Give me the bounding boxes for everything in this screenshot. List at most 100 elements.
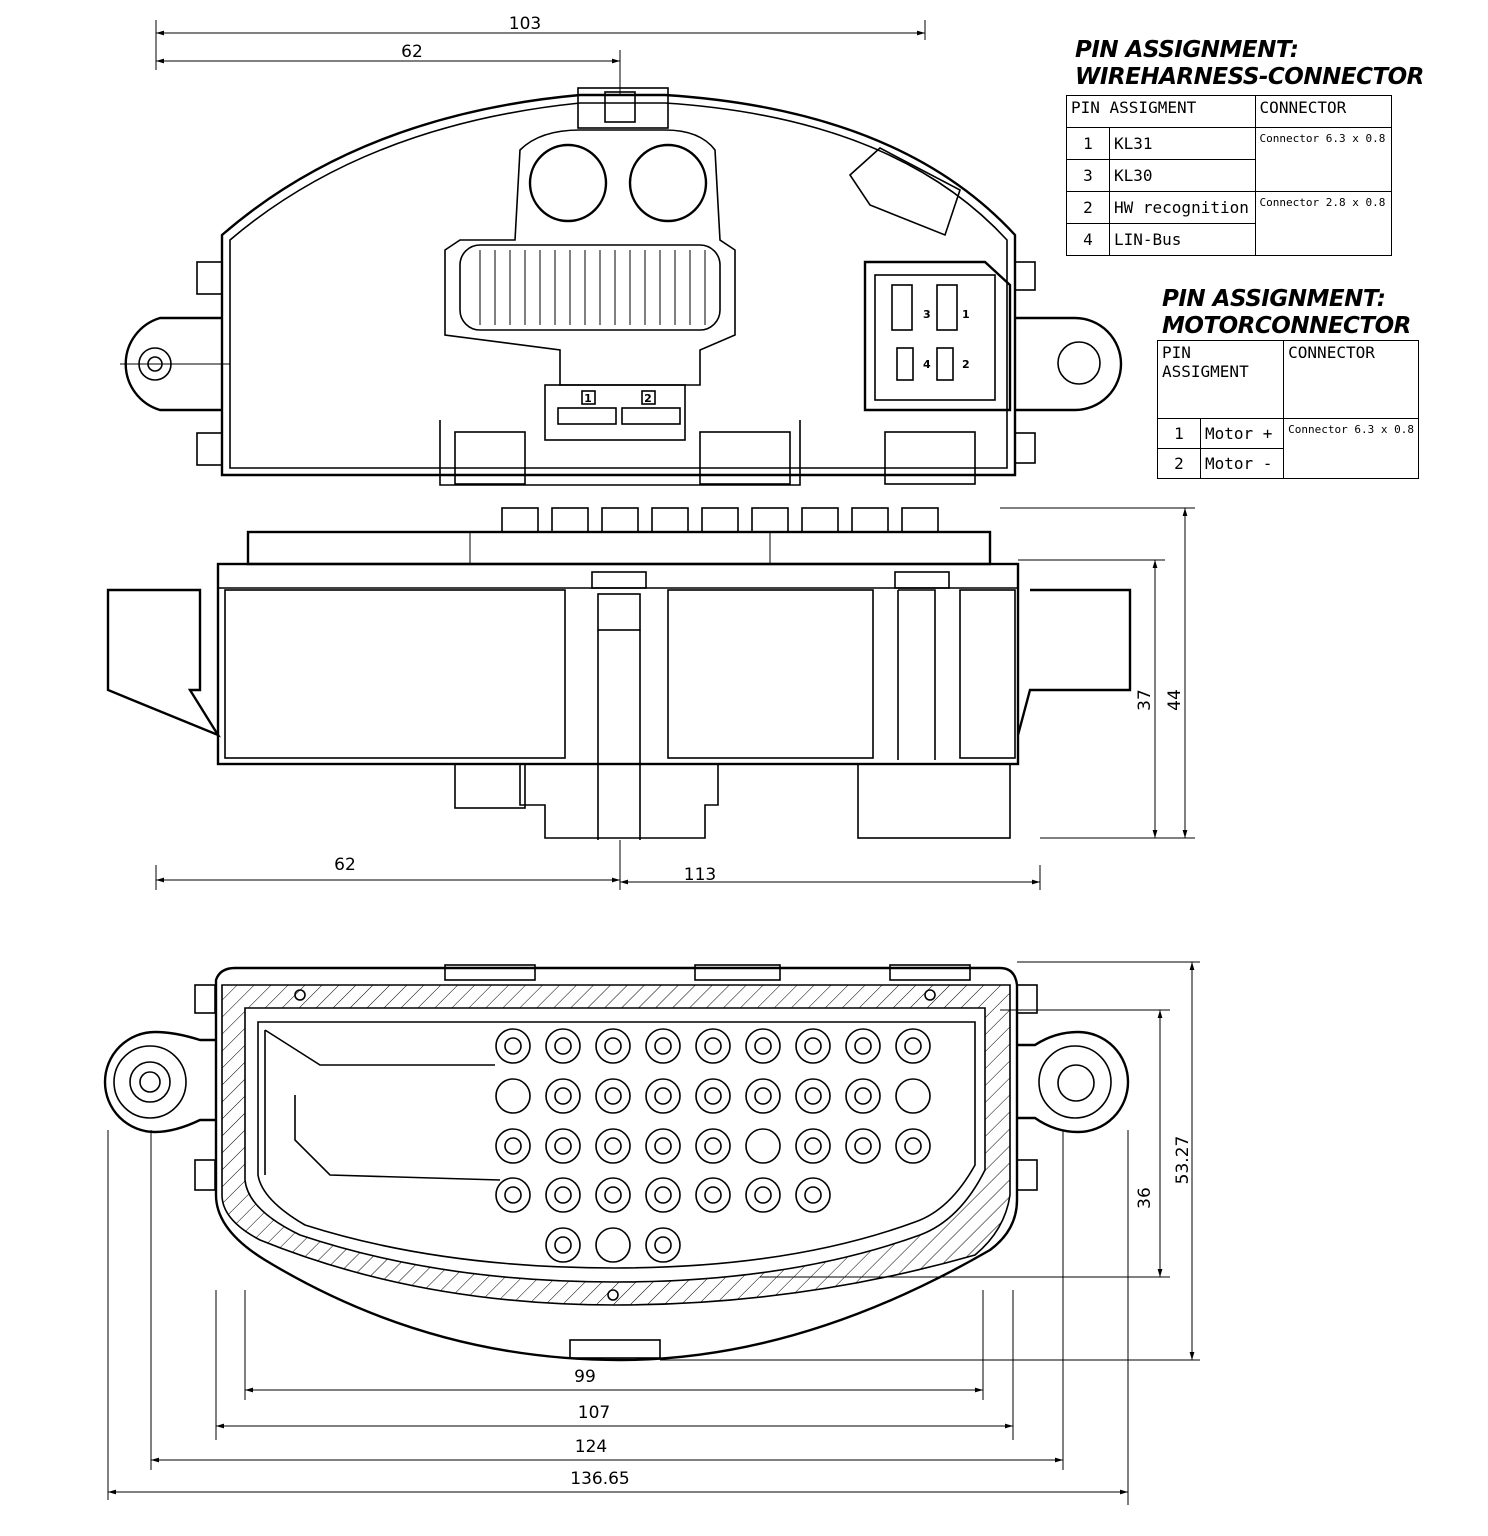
terminal-pin [545, 1028, 581, 1064]
top-terminals [501, 507, 939, 533]
wireharness-function-lin-bus: LIN-Bus [1109, 223, 1256, 256]
terminal-pin [645, 1128, 681, 1164]
dim-label-136-65: 136.65 [570, 1469, 629, 1489]
terminal-pin [595, 1177, 631, 1213]
bottom-hatched-wall [221, 984, 1011, 1306]
terminal-pin-core [654, 1087, 672, 1105]
terminal-pin-core [704, 1137, 722, 1155]
coil-ring-left [528, 143, 608, 223]
coil-ring-right [628, 143, 708, 223]
terminal-pin [645, 1028, 681, 1064]
terminal-pin [845, 1028, 881, 1064]
motorconnector-header-pin: PIN ASSIGMENT [1156, 340, 1285, 419]
bottom-left-ear [103, 1030, 216, 1134]
bottom-view: 99 107 124 136.65 36 53.27 [103, 961, 1200, 1505]
bottom-housing-outer [214, 966, 1019, 1362]
wireharness-pin-4: 4 [1066, 223, 1110, 256]
terminal-pin-core [554, 1186, 572, 1204]
terminal-pin-core [604, 1137, 622, 1155]
dim-label-103: 103 [509, 14, 541, 34]
side-housing [216, 562, 1020, 766]
conn-pin-label-1: 1 [584, 392, 592, 405]
terminal-pin [495, 1177, 531, 1213]
terminal-pin-core [654, 1137, 672, 1155]
terminal-pin [895, 1028, 931, 1064]
motorconnector-table: PIN ASSIGMENT CONNECTOR 1 Motor + Connec… [1156, 340, 1419, 479]
terminal-pin-core [854, 1037, 872, 1055]
right-mounting-ear [1015, 316, 1123, 412]
motor-connector-housing [863, 260, 1012, 412]
motor-pin-label-3: 3 [923, 308, 931, 321]
terminal-pin-core [804, 1037, 822, 1055]
terminal-pin [845, 1128, 881, 1164]
wireharness-header-pin: PIN ASSIGMENT [1066, 95, 1256, 128]
terminal-pin-core [604, 1037, 622, 1055]
wireharness-title-line1: PIN ASSIGNMENT: [1075, 37, 1299, 63]
dim-label-62-top: 62 [401, 42, 423, 62]
motorconnector-connector: Connector 6.3 x 0.8 [1283, 418, 1419, 479]
terminal-pin-core [704, 1087, 722, 1105]
motor-pin-label-1: 1 [962, 308, 970, 321]
terminal-pin [745, 1028, 781, 1064]
dim-label-36: 36 [1135, 1187, 1155, 1209]
terminal-pin [645, 1177, 681, 1213]
terminal-pin [795, 1028, 831, 1064]
terminal-pin-core [554, 1037, 572, 1055]
terminal-pin-core [654, 1236, 672, 1254]
wireharness-connector-a: Connector 6.3 x 0.8 [1254, 127, 1393, 192]
terminal-pin [795, 1128, 831, 1164]
terminal-pin-core [754, 1087, 772, 1105]
motorconnector-title-line2: MOTORCONNECTOR [1162, 313, 1411, 339]
dim-label-113: 113 [684, 865, 716, 885]
terminal-pin [545, 1128, 581, 1164]
motorconnector-function-motor-plus: Motor + [1199, 418, 1285, 449]
terminal-pin-core [604, 1186, 622, 1204]
terminal-pin [695, 1078, 731, 1114]
dim-label-62-mid: 62 [334, 855, 356, 875]
wireharness-pin-1: 1 [1066, 127, 1110, 160]
top-view: 103 62 1 2 [120, 14, 1123, 486]
wireharness-title: PIN ASSIGNMENT: WIREHARNESS-CONNECTOR [1075, 37, 1424, 91]
wireharness-pin-2: 2 [1066, 191, 1110, 224]
pin-grid [495, 1028, 931, 1263]
terminal-pin-core [604, 1087, 622, 1105]
terminal-pin-core [854, 1137, 872, 1155]
dim-label-99: 99 [574, 1367, 596, 1387]
side-left-bracket [106, 588, 221, 738]
terminal-pin [795, 1078, 831, 1114]
terminal-pin [795, 1177, 831, 1213]
terminal-pin-core [654, 1037, 672, 1055]
terminal-pin-core [704, 1186, 722, 1204]
dim-label-44: 44 [1165, 689, 1185, 711]
wireharness-table: PIN ASSIGMENT CONNECTOR 1 KL31 Connector… [1066, 95, 1393, 256]
conn-pin-label-2: 2 [644, 392, 652, 405]
terminal-pin-core [804, 1087, 822, 1105]
terminal-pin-core [504, 1037, 522, 1055]
terminal-pin [545, 1227, 581, 1263]
side-view: 62 113 37 44 [106, 507, 1195, 890]
terminal-pin-core [904, 1137, 922, 1155]
terminal-pin [545, 1078, 581, 1114]
terminal-pin-core [554, 1137, 572, 1155]
side-right-bracket [1016, 588, 1132, 736]
terminal-pin-core [554, 1087, 572, 1105]
wire-connector-block [544, 384, 686, 441]
terminal-pin [645, 1078, 681, 1114]
coil-windings [479, 250, 706, 325]
terminal-pin [495, 1078, 531, 1114]
terminal-pin [895, 1128, 931, 1164]
motorconnector-pin-1: 1 [1157, 418, 1201, 449]
motorconnector-function-motor-minus: Motor - [1199, 448, 1285, 479]
terminal-pin-core [804, 1137, 822, 1155]
terminal-pin [895, 1078, 931, 1114]
terminal-pin [845, 1078, 881, 1114]
terminal-pin-core [754, 1037, 772, 1055]
terminal-pin [645, 1227, 681, 1263]
motor-pin-label-4: 4 [923, 358, 931, 371]
dim-label-37: 37 [1135, 689, 1155, 711]
terminal-pin-core [704, 1037, 722, 1055]
motor-pin-label-2: 2 [962, 358, 970, 371]
terminal-pin-core [754, 1186, 772, 1204]
terminal-pin [595, 1227, 631, 1263]
